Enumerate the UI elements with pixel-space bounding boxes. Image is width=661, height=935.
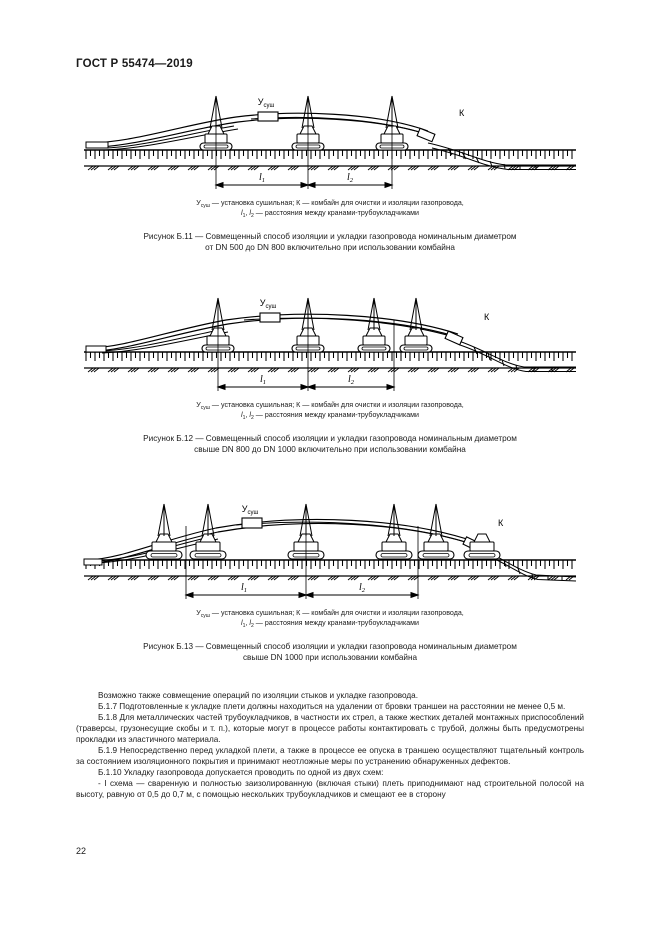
body-text-block: Возможно также совмещение операций по из… (76, 690, 584, 800)
label-dim-l2: l2 (348, 374, 355, 386)
pipe-end-cap (85, 141, 109, 149)
pipe-in-trench (455, 339, 576, 372)
label-dim-l2: l2 (347, 172, 354, 184)
pipelayer-3 (357, 327, 391, 353)
label-drying-unit: Усуш (242, 504, 259, 516)
pipelayer-4 (375, 533, 413, 560)
figure-b12: Усуш К l1 l2 Усуш — установка сушильная;… (76, 290, 584, 456)
paragraph-b-1-9: Б.1.9 Непосредственно перед укладкой пле… (76, 746, 584, 767)
figure-b13-diagram: Усуш К l1 l2 (83, 503, 577, 599)
caption-line-2: свыше DN 1000 при использовании комбайна (242, 653, 418, 663)
pipeline-string (89, 313, 462, 353)
label-dim-l1: l1 (259, 172, 265, 184)
label-combine: К (498, 518, 504, 528)
figure-b11-caption: Рисунок Б.11 — Совмещенный способ изоляц… (76, 231, 584, 254)
caption-line-1: Рисунок Б.13 — Совмещенный способ изоляц… (143, 641, 517, 651)
dimension-extension-lines (215, 96, 393, 189)
ground-hatching (85, 150, 573, 159)
figure-b13-caption: Рисунок Б.13 — Совмещенный способ изоляц… (76, 641, 584, 664)
dimension-extension-lines (217, 298, 395, 391)
dimension-arrows (214, 181, 394, 189)
subsoil-hatching (87, 165, 575, 171)
drying-unit-icon (257, 111, 279, 122)
boom-masts (211, 297, 423, 331)
dimension-arrows (184, 591, 420, 599)
paragraph-b-1-10: Б.1.10 Укладку газопровода допускается п… (98, 768, 384, 778)
label-combine: К (484, 312, 490, 322)
subsoil-hatching (87, 367, 575, 373)
pipe-end-cap (83, 558, 103, 566)
dimension-extension-lines (185, 504, 419, 599)
caption-line-2: от DN 500 до DN 800 включительно при исп… (205, 243, 455, 253)
caption-line-2: свыше DN 800 до DN 1000 включительно при… (194, 445, 466, 455)
paragraph-b-1-7: Б.1.7 Подготовленные к укладке плети дол… (98, 702, 566, 712)
paragraph-scheme-1: - I схема — сваренную и полностью заизол… (76, 779, 584, 800)
figure-b11-diagram: Усуш К l1 l2 (84, 95, 576, 189)
label-combine: К (459, 108, 465, 118)
figure-b11: Усуш К l1 l2 Усуш — установка сушильная;… (76, 88, 584, 254)
figure-b12-diagram: Усуш К l1 l2 (84, 297, 576, 391)
boom-masts (209, 95, 399, 129)
ground-hatching (85, 560, 573, 569)
combine-icon (416, 127, 436, 143)
figure-b11-legend: Усуш — установка сушильная; К — комбайн … (76, 198, 584, 219)
combine-icon (444, 330, 464, 346)
label-dim-l1: l1 (260, 374, 266, 386)
page-number: 22 (76, 846, 87, 856)
ground-hatching (85, 352, 573, 361)
caption-line-1: Рисунок Б.11 — Совмещенный способ изоляц… (143, 231, 517, 241)
figure-b12-caption: Рисунок Б.12 — Совмещенный способ изоляц… (76, 433, 584, 456)
legend-line-2: l1, l2 — расстояния между кранами-трубоу… (241, 209, 419, 220)
label-dim-l1: l1 (241, 582, 247, 594)
caption-line-1: Рисунок Б.12 — Совмещенный способ изоляц… (143, 433, 517, 443)
label-drying-unit: Усуш (258, 97, 275, 109)
pipe-end-cap (85, 345, 107, 353)
legend-line-2: l1, l2 — расстояния между кранами-трубоу… (241, 619, 419, 630)
label-dim-l2: l2 (359, 582, 366, 594)
dimension-arrows (216, 383, 396, 391)
figure-b12-legend: Усуш — установка сушильная; К — комбайн … (76, 400, 584, 421)
legend-line-1: Усуш — установка сушильная; К — комбайн … (196, 401, 464, 411)
drying-unit-icon (259, 312, 281, 323)
boom-masts (157, 503, 443, 537)
pipelayer-4 (399, 327, 433, 353)
figure-b13: Усуш К l1 l2 Усуш — установка сушильная;… (76, 498, 584, 664)
pipe-in-trench (427, 142, 576, 170)
legend-line-2: l1, l2 — расстояния между кранами-трубоу… (241, 411, 419, 422)
paragraph-intro: Возможно также совмещение операций по из… (98, 691, 419, 700)
figure-b13-legend: Усуш — установка сушильная; К — комбайн … (76, 608, 584, 629)
drying-unit-icon (241, 517, 263, 529)
standard-header: ГОСТ Р 55474—2019 (76, 58, 193, 70)
legend-line-1: Усуш — установка сушильная; К — комбайн … (196, 609, 464, 619)
label-drying-unit: Усуш (260, 298, 277, 310)
legend-line-1: Усуш — установка сушильная; К — комбайн … (196, 199, 464, 209)
paragraph-b-1-8: Б.1.8 Для металлических частей трубоукла… (76, 713, 584, 745)
